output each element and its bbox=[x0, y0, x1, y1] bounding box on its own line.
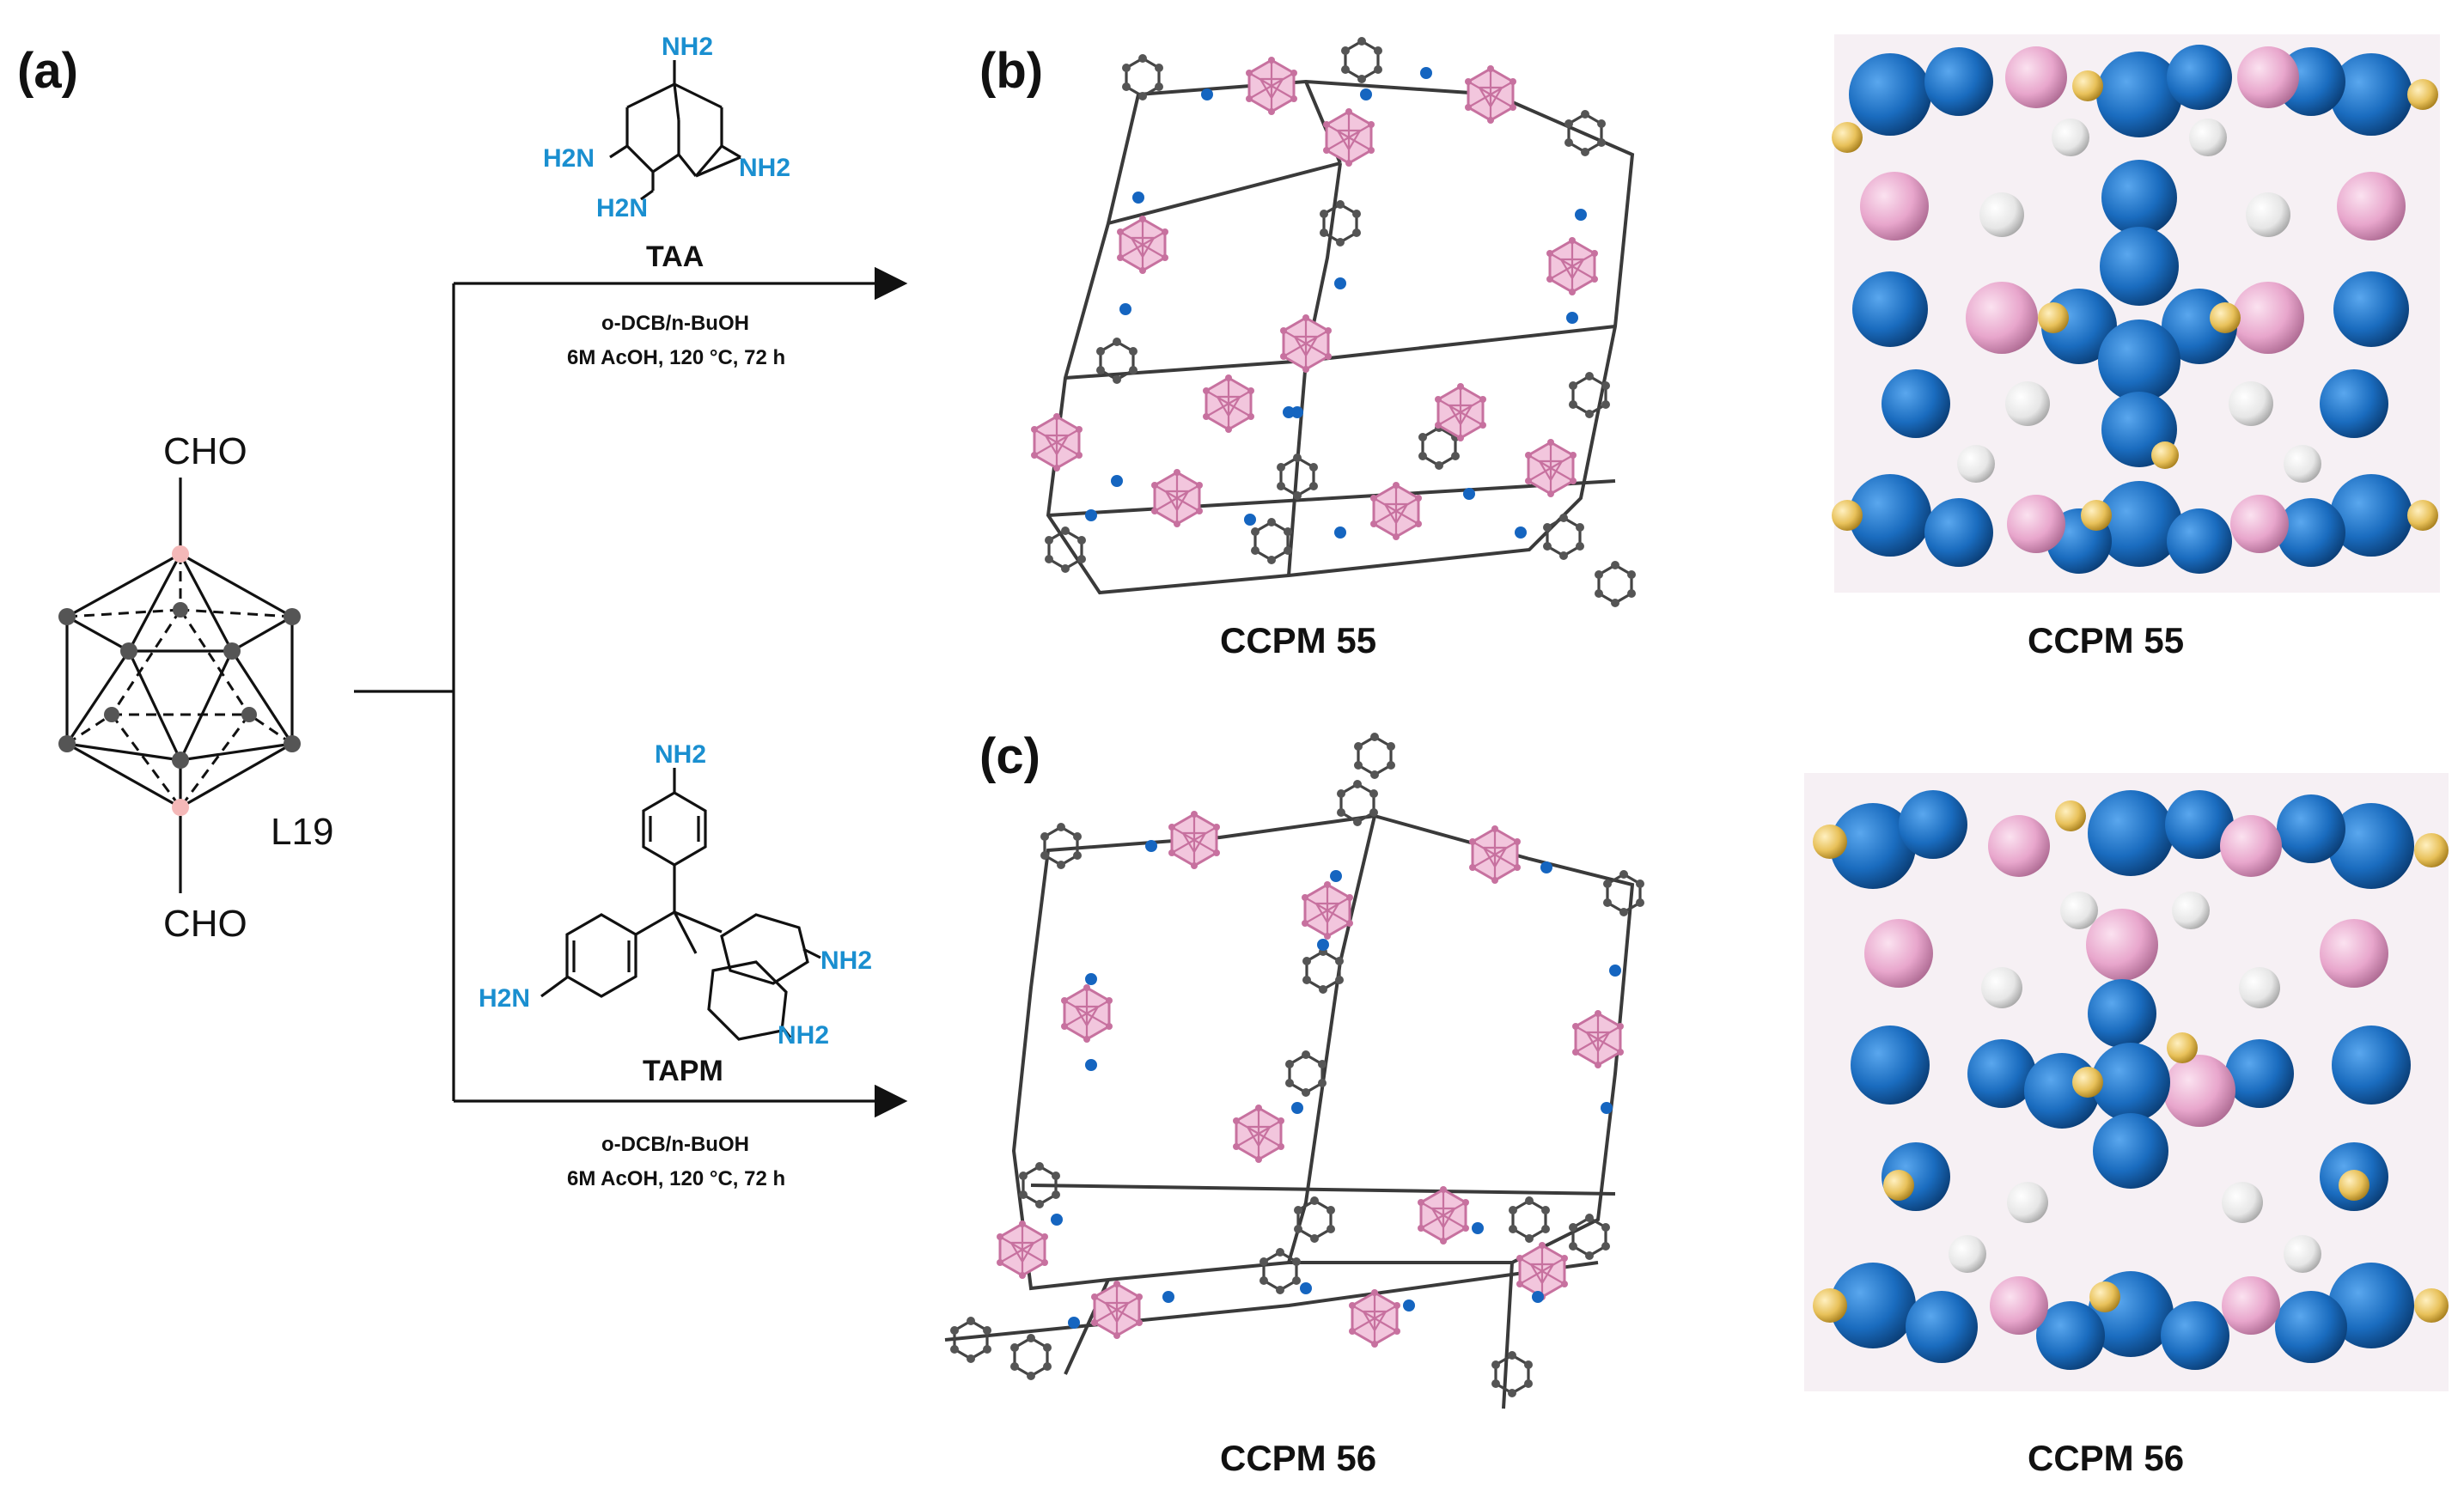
panel-label-a: (a) bbox=[17, 43, 78, 99]
ccpm56-space-filling bbox=[1804, 773, 2449, 1391]
tapm-amine-right: NH2 bbox=[820, 946, 872, 975]
reaction-arrows bbox=[354, 266, 908, 1118]
taa-amine-bottom: H2N bbox=[596, 194, 648, 222]
ccpm55-space-filling bbox=[1832, 34, 2440, 593]
taa-label: TAA bbox=[646, 240, 704, 273]
tapm-amine-top: NH2 bbox=[655, 740, 706, 769]
caption-b-left: CCPM 55 bbox=[1220, 620, 1376, 660]
linker-name: L19 bbox=[271, 811, 333, 853]
ccpm55-ball-stick bbox=[1029, 35, 1638, 609]
tapm-label: TAPM bbox=[643, 1055, 723, 1087]
tapm-structure: NH2 H2N NH2 NH2 bbox=[479, 740, 872, 1050]
tapm-amine-left: H2N bbox=[479, 984, 530, 1013]
linker-bottom-group: CHO bbox=[163, 903, 247, 945]
taa-amine-left: H2N bbox=[543, 144, 595, 173]
bottom-conditions: 6M AcOH, 120 °C, 72 h bbox=[567, 1167, 785, 1190]
caption-c-left: CCPM 56 bbox=[1220, 1438, 1376, 1478]
taa-amine-top: NH2 bbox=[662, 33, 713, 61]
caption-b-right: CCPM 55 bbox=[2028, 620, 2184, 660]
tapm-amine-bottom: NH2 bbox=[778, 1021, 829, 1050]
panel-label-b: (b) bbox=[979, 43, 1043, 99]
ccpm56-ball-stick bbox=[944, 731, 1646, 1409]
top-solvent: o-DCB/n-BuOH bbox=[601, 312, 749, 335]
panel-label-c: (c) bbox=[979, 728, 1040, 784]
taa-amine-right: NH2 bbox=[739, 154, 790, 182]
linker-top-group: CHO bbox=[163, 430, 247, 472]
taa-structure: NH2 H2N NH2 H2N bbox=[543, 33, 790, 222]
caption-c-right: CCPM 56 bbox=[2028, 1438, 2184, 1478]
top-conditions: 6M AcOH, 120 °C, 72 h bbox=[567, 346, 785, 369]
linker-l19-structure: CHO bbox=[58, 430, 333, 945]
bottom-solvent: o-DCB/n-BuOH bbox=[601, 1133, 749, 1156]
